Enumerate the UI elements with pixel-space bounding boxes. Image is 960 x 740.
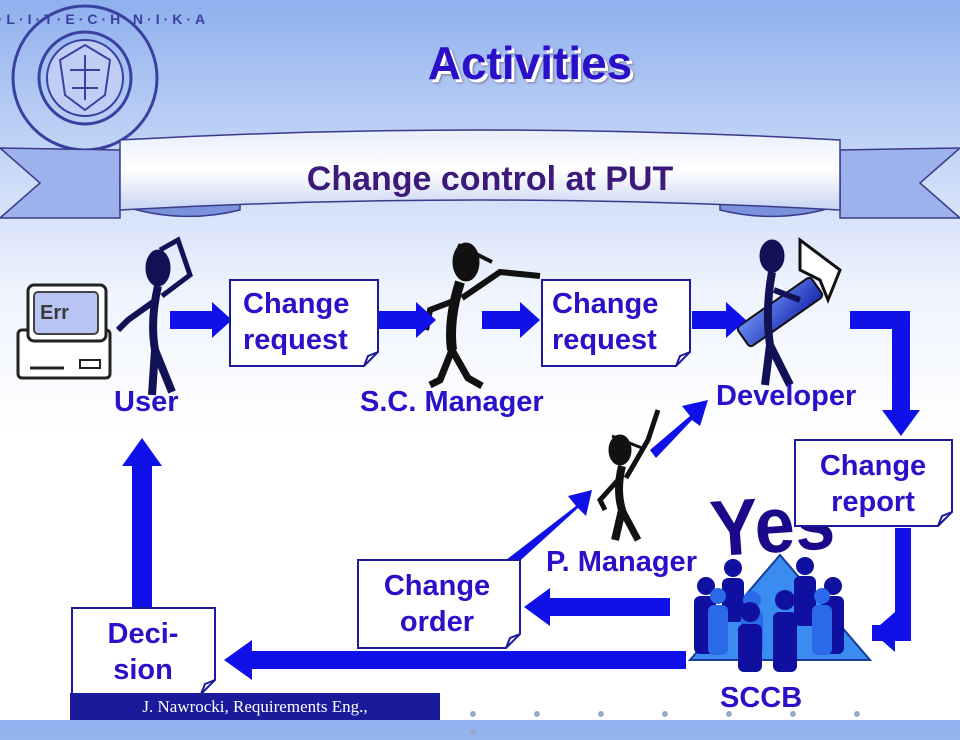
decision-line1: Deci- bbox=[107, 618, 179, 650]
change-order-text: Change order bbox=[362, 568, 512, 640]
banner-ribbon bbox=[0, 129, 960, 219]
page-title: Activities bbox=[427, 37, 633, 89]
change-request-1-text: Change request bbox=[243, 286, 349, 358]
change-request-1-line2: request bbox=[243, 324, 348, 356]
diagram-canvas: P·O·L·I·T·E·C·H·N·I·K·A bbox=[0, 4, 960, 695]
actor-label-p-manager: P. Manager bbox=[546, 546, 697, 578]
arrow-developer-to-report bbox=[850, 311, 920, 436]
arrow-report-to-sccb bbox=[872, 528, 911, 652]
doc-change-order bbox=[357, 559, 521, 649]
decision-text: Deci- sion bbox=[78, 616, 208, 688]
doc-change-report bbox=[794, 439, 953, 527]
banner-title: Change control at PUT bbox=[306, 160, 674, 198]
documents bbox=[71, 279, 953, 695]
actor-label-sccb: SCCB bbox=[720, 682, 803, 714]
arrow-request-to-sc-manager bbox=[378, 302, 436, 338]
actor-label-developer: Developer bbox=[716, 380, 857, 412]
developer-figure bbox=[736, 237, 842, 387]
footer-credit: J. Nawrocki, Requirements Eng., bbox=[70, 693, 440, 720]
actor-label-user: User bbox=[114, 386, 179, 418]
change-request-2-line2: request bbox=[552, 324, 657, 356]
doc-change-request-2 bbox=[541, 279, 691, 367]
change-request-2-text: Change request bbox=[552, 286, 658, 358]
doc-change-request-1 bbox=[229, 279, 379, 367]
decision-line2: sion bbox=[113, 654, 173, 686]
change-order-line1: Change bbox=[383, 570, 491, 602]
university-logo: P·O·L·I·T·E·C·H·N·I·K·A bbox=[0, 4, 209, 152]
computer-icon bbox=[16, 283, 112, 380]
computer-screen-text: Err bbox=[40, 302, 69, 324]
footer-dots bbox=[470, 704, 960, 740]
arrow-user-to-request bbox=[170, 302, 232, 338]
svg-text:P·O·L·I·T·E·C·H·N·I·K·A: P·O·L·I·T·E·C·H·N·I·K·A bbox=[0, 11, 209, 27]
arrow-order-to-p-manager bbox=[506, 490, 592, 568]
sc-manager-figure bbox=[423, 242, 541, 390]
change-request-1-line1: Change bbox=[243, 288, 350, 320]
arrow-decision-to-user bbox=[122, 438, 162, 612]
user-figure bbox=[115, 236, 193, 396]
change-order-line2: order bbox=[399, 606, 475, 638]
sccb-group bbox=[687, 553, 873, 672]
arrow-p-manager-to-developer bbox=[650, 400, 708, 458]
flow-arrows bbox=[122, 302, 920, 680]
change-report-text: Change report bbox=[806, 448, 940, 520]
change-request-2-line1: Change bbox=[552, 288, 659, 320]
arrow-sccb-to-order bbox=[524, 588, 670, 626]
arrow-sccb-to-decision bbox=[224, 640, 686, 680]
arrow-request-to-developer bbox=[692, 302, 746, 338]
doc-decision bbox=[71, 607, 216, 695]
change-report-line2: report bbox=[831, 486, 915, 518]
p-manager-figure bbox=[597, 409, 661, 542]
change-report-line1: Change bbox=[819, 450, 927, 482]
actor-label-sc-manager: S.C. Manager bbox=[360, 386, 544, 418]
arrow-sc-manager-to-request bbox=[482, 302, 540, 338]
